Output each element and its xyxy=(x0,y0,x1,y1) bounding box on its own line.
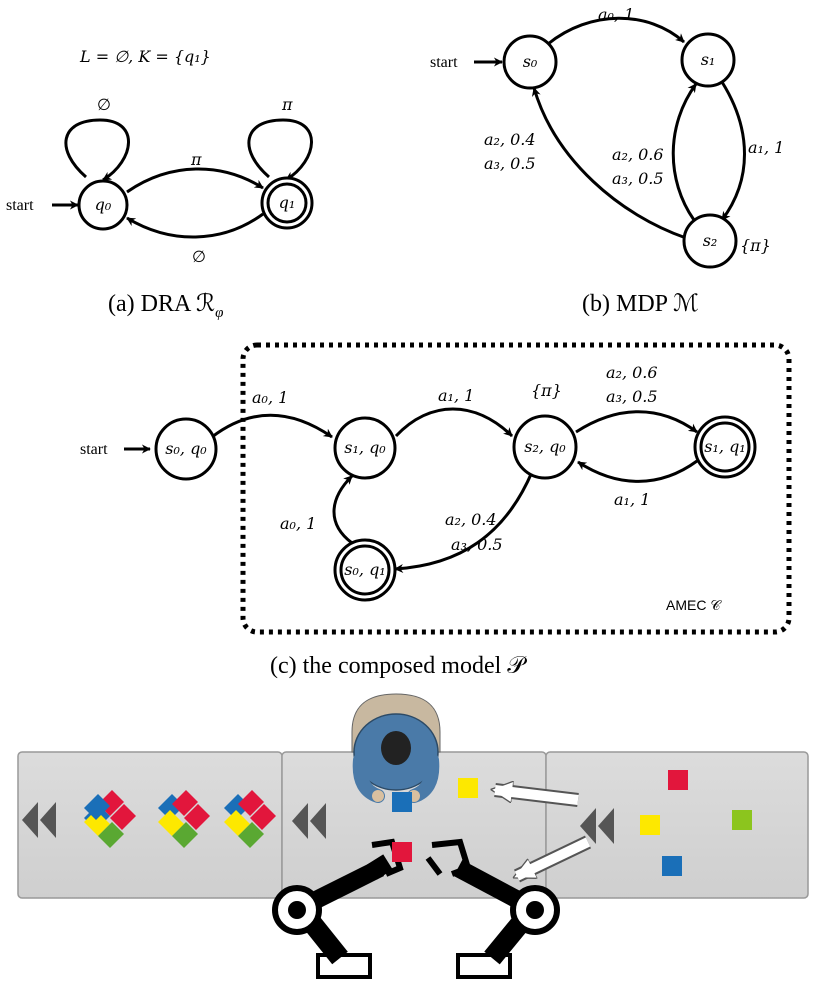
mdp-state-s2 xyxy=(682,213,738,269)
product-edge-s1q0-s2q0-label: a₁, 1 xyxy=(438,386,474,405)
yellow-block-middle xyxy=(458,778,478,798)
dra-edge-q0-q1 xyxy=(126,167,264,194)
mdp-state-s1-label: s₁ xyxy=(701,50,716,69)
product-edge-s1q1-s2q0-label: a₁, 1 xyxy=(614,490,650,509)
mdp-state-s0 xyxy=(502,34,558,90)
product-edge-s0q1-s1q0-label: a₀, 1 xyxy=(280,514,316,533)
dra-state-q1-accept-ring xyxy=(266,182,308,224)
mdp-state-s0-label: s₀ xyxy=(523,52,538,71)
product-edge-s2q0-s1q1 xyxy=(575,410,698,434)
dra-caption: (a) DRA ℛφ xyxy=(108,291,223,321)
product-caption: (c) the composed model 𝒫 xyxy=(270,653,527,679)
mdp-start-label: start xyxy=(430,54,458,71)
direction-chevron-middle-icon xyxy=(292,803,326,839)
product-state-s0q1 xyxy=(333,538,397,602)
product-state-s1q1-label: s₁, q₁ xyxy=(704,437,745,456)
assembled-product-icon xyxy=(158,790,210,848)
assembled-product-icon xyxy=(224,790,276,848)
workcell-scene xyxy=(17,693,809,979)
product-edge-s1q0-s2q0 xyxy=(394,407,514,438)
human-operator-icon xyxy=(351,693,441,803)
mdp-state-s2-atomic-label: {π} xyxy=(740,236,771,255)
product-state-s0q1-accept-ring xyxy=(339,544,391,596)
dra-edge-q0-q1-label: π xyxy=(190,150,202,169)
product-state-s1q1-accept-ring xyxy=(699,421,751,473)
dra-edge-q1-q0 xyxy=(126,212,264,239)
mdp-state-s2-label: s₂ xyxy=(703,231,718,250)
robot-arm-right-icon xyxy=(425,838,560,979)
product-state-s1q0-label: s₁, q₀ xyxy=(344,438,386,457)
product-edge-s0q0-s1q0 xyxy=(211,413,333,439)
mdp-edge-s1-s2 xyxy=(720,81,746,221)
product-edge-s2q0-s0q1 xyxy=(394,471,534,573)
dra-diagram: L = ∅, K = {q₁} ∅ π π ∅ start q₀ q₁ (a) … xyxy=(6,47,314,321)
product-state-s2q0-atomic-label: {π} xyxy=(531,381,562,400)
mdp-diagram: a₀, 1 a₁, 1 a₂, 0.6 a₃, 0.5 a₂, 0.4 a₃, … xyxy=(430,5,784,317)
product-edge-s2q0-s0q1-label-a: a₂, 0.4 xyxy=(445,510,497,529)
mdp-edge-s2-s0-label-a: a₂, 0.4 xyxy=(484,130,536,149)
robot-arm-left-icon xyxy=(272,838,404,979)
amec-boundary xyxy=(240,342,792,635)
mdp-edge-s1-s2-label: a₁, 1 xyxy=(748,138,784,157)
product-edge-s2q0-s0q1-label-b: a₃, 0.5 xyxy=(451,535,503,554)
assembled-product-icon xyxy=(84,790,136,848)
direction-chevron-left-icon xyxy=(22,802,56,838)
dra-acceptance-condition: L = ∅, K = {q₁} xyxy=(79,47,211,66)
product-edge-s2q0-s1q1-label-b: a₃, 0.5 xyxy=(606,387,658,406)
mdp-caption: (b) MDP ℳ xyxy=(582,291,699,317)
product-state-s1q0 xyxy=(333,416,397,480)
product-state-s2q0-label: s₂, q₀ xyxy=(524,437,566,456)
mdp-state-s1 xyxy=(680,32,736,88)
transfer-arrow-lower-fill xyxy=(514,837,591,881)
mdp-edge-s2-s1 xyxy=(671,83,698,221)
product-edge-s1q1-s2q0 xyxy=(577,459,698,483)
product-start-label: start xyxy=(80,441,108,458)
product-state-s0q0-label: s₀, q₀ xyxy=(165,439,207,458)
mdp-edge-s0-s1-label: a₀, 1 xyxy=(598,5,634,24)
dra-edge-q0-self xyxy=(64,118,130,182)
blue-block-in-hand xyxy=(392,792,412,812)
red-block xyxy=(668,770,688,790)
product-state-s2q0 xyxy=(512,414,578,480)
direction-chevron-right-icon xyxy=(580,808,614,844)
product-edge-s0q1-s1q0 xyxy=(332,474,354,545)
dra-state-q0 xyxy=(77,179,129,231)
mdp-edge-s2-s0 xyxy=(531,87,687,240)
product-edge-s2q0-s1q1-label-a: a₂, 0.6 xyxy=(606,363,658,382)
green-block xyxy=(732,810,752,830)
mdp-edge-s2-s1-label-b: a₃, 0.5 xyxy=(612,169,664,188)
dra-state-q0-label: q₀ xyxy=(95,195,112,214)
dra-state-q1-label: q₁ xyxy=(279,193,296,212)
mdp-edge-s2-s1-label-a: a₂, 0.6 xyxy=(612,145,664,164)
transfer-arrow-upper-fill xyxy=(494,785,579,805)
product-state-s0q0 xyxy=(154,417,218,481)
dra-edge-q1-self-label: π xyxy=(281,95,293,114)
red-block-gripped xyxy=(392,842,412,862)
blue-block xyxy=(662,856,682,876)
mdp-edge-s0-s1 xyxy=(547,16,685,46)
dra-edge-q0-self-label: ∅ xyxy=(97,95,111,114)
product-diagram: AMEC 𝒞 a₀, 1 a₁, 1 a₂, 0.6 a₃, 0.5 a₁, 1… xyxy=(80,342,792,679)
yellow-block xyxy=(640,815,660,835)
dra-edge-q1-self xyxy=(247,118,313,182)
product-edge-s0q0-s1q0-label: a₀, 1 xyxy=(252,388,288,407)
dra-start-label: start xyxy=(6,197,34,214)
product-state-s0q1-label: s₀, q₁ xyxy=(344,560,385,579)
dra-edge-q1-q0-label: ∅ xyxy=(192,247,206,266)
conveyor-right xyxy=(545,751,809,899)
mdp-edge-s2-s0-label-b: a₃, 0.5 xyxy=(484,154,536,173)
amec-label: AMEC 𝒞 xyxy=(666,597,722,613)
product-state-s1q1 xyxy=(693,415,757,479)
